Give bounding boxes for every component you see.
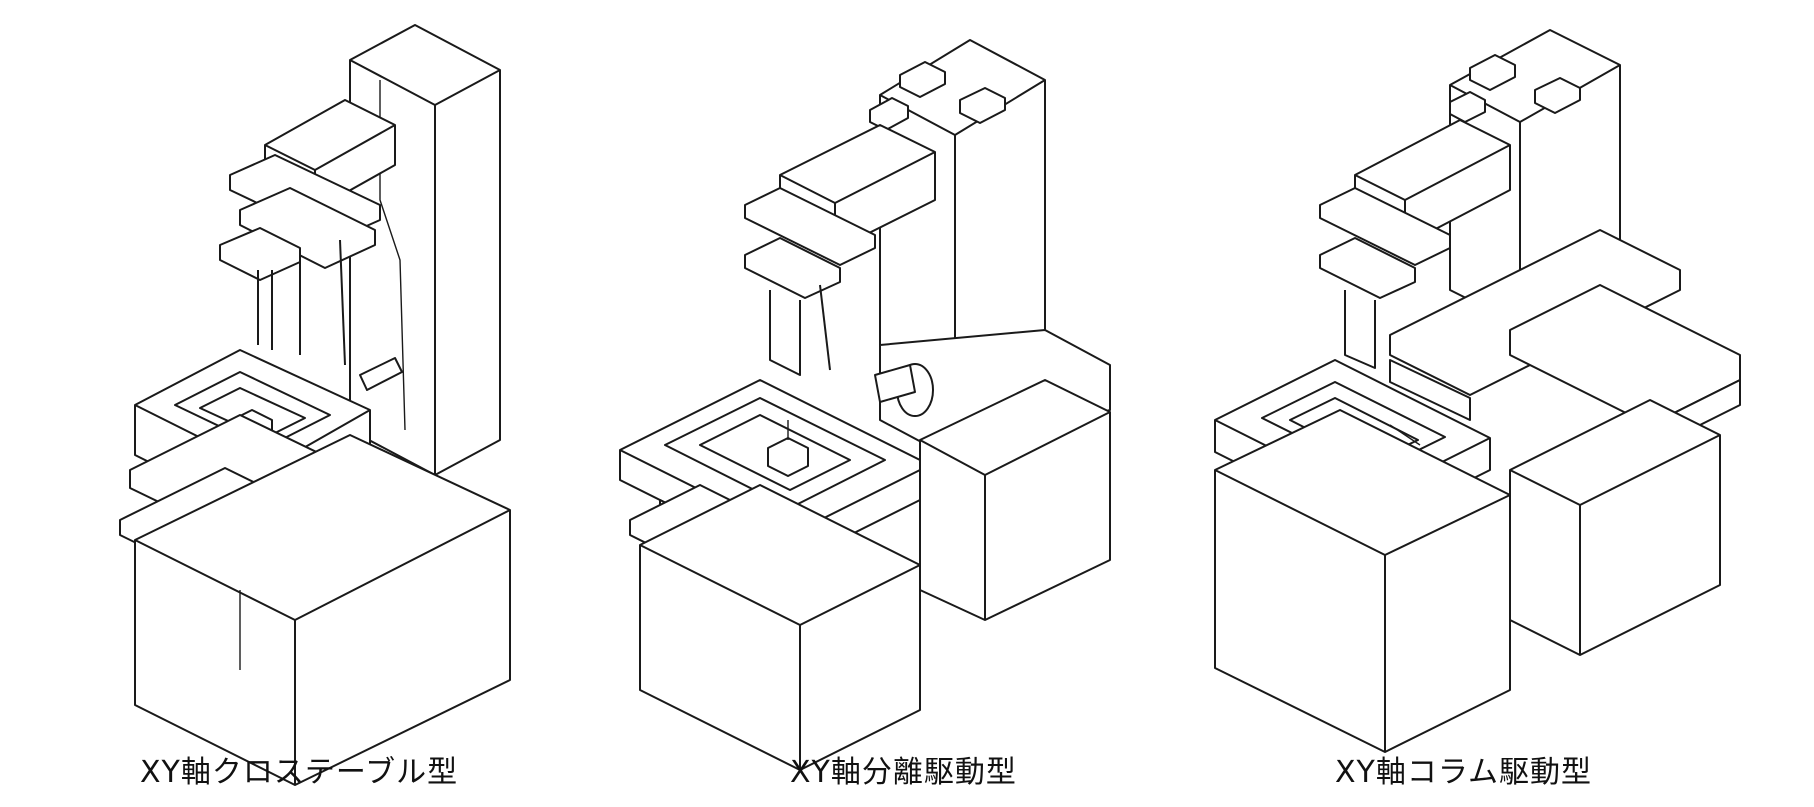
caption-column-drive: XY軸コラム駆動型 (1335, 755, 1592, 790)
machine-separate-drive (619, 39, 1111, 771)
caption-cross-table: XY軸クロステーブル型 (140, 755, 458, 790)
column-tower (349, 24, 501, 476)
caption-separate-drive: XY軸分離駆動型 (790, 755, 1017, 790)
machine-column-drive (1214, 29, 1741, 753)
base (1214, 409, 1511, 753)
base (134, 434, 511, 786)
base (639, 484, 921, 771)
machine-cross-table (119, 24, 511, 786)
